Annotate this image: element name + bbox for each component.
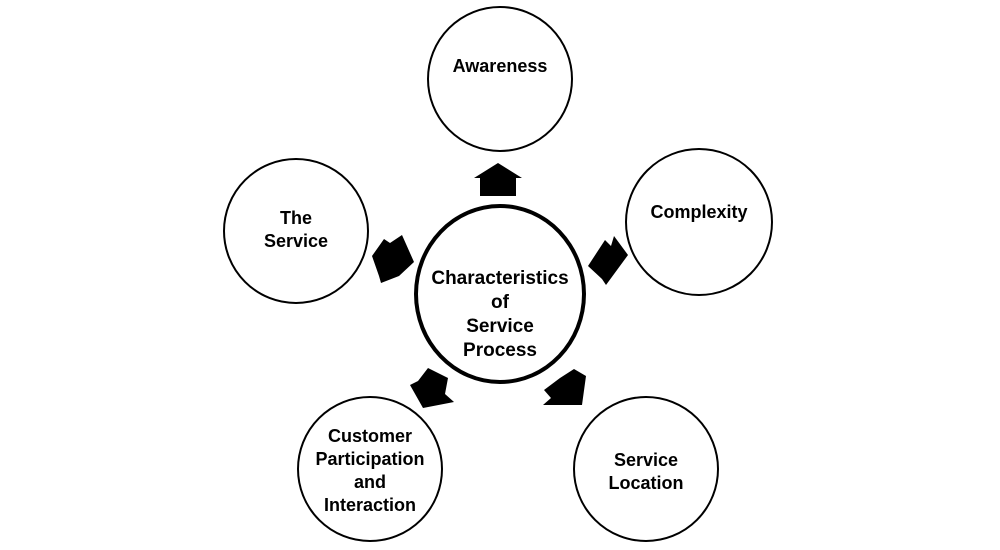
node-awareness: Awareness [427,6,573,152]
node-the-service: The Service [223,158,369,304]
arrow-to-service-location [543,369,586,405]
arrow-to-awareness [474,163,522,196]
center-label-line-4: Process [463,340,537,361]
customer-participation-label-line-3: and [353,472,386,492]
awareness-label-line-1: Awareness [452,56,548,76]
customer-participation-label-line-1: Customer [327,426,412,446]
arrow-to-customer-participation [410,368,454,408]
arrow-to-the-service [372,235,414,283]
center-label-line-1: Characteristics [431,268,569,289]
customer-participation-label-line-4: Interaction [323,495,416,515]
arrow-to-complexity [588,236,628,285]
the-service-label-line-2: Service [263,231,329,251]
center-label-line-3: Service [466,316,534,337]
complexity-label-line-1: Complexity [650,202,748,222]
node-center: Characteristics of Service Process [414,204,586,384]
service-location-label-line-1: Service [613,450,679,470]
center-label-line-2: of [491,292,509,313]
service-location-label-line-2: Location [608,473,684,493]
customer-participation-label-line-2: Participation [315,449,425,469]
the-service-label-line-1: The [279,208,312,228]
node-service-location: Service Location [573,396,719,542]
node-complexity: Complexity [625,148,773,296]
node-customer-participation: Customer Participation and Interaction [297,396,443,542]
